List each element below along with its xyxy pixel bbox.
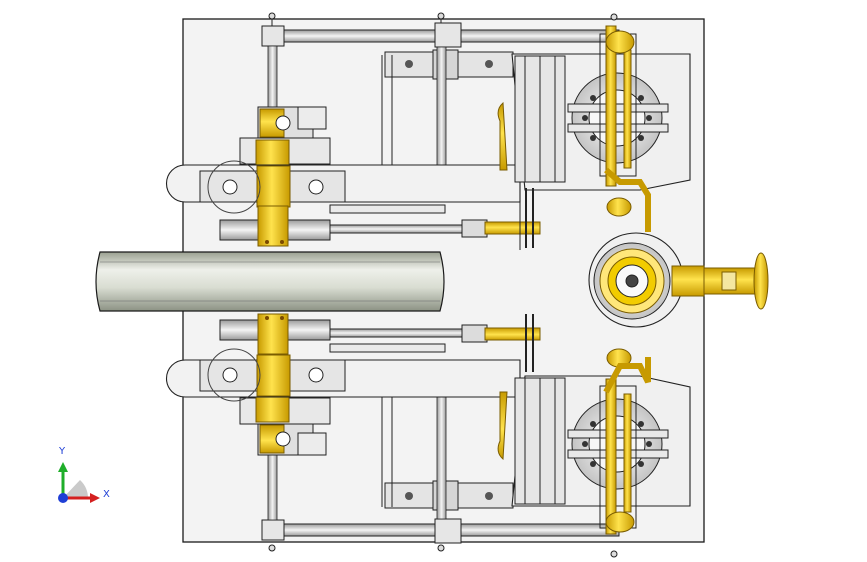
bottom-rail-assembly[interactable] — [261, 518, 620, 552]
top-cylinder-block[interactable] — [497, 13, 691, 248]
x-axis-label: X — [103, 489, 110, 500]
z-axis-dot-icon — [58, 493, 68, 503]
frame-bar-top[interactable] — [329, 204, 446, 214]
flywheel[interactable] — [95, 251, 445, 312]
top-rocker-lever[interactable] — [166, 160, 521, 214]
bottom-crosshead-guide[interactable] — [384, 480, 514, 511]
guide-rod-left-top[interactable] — [267, 45, 278, 109]
y-axis-label: Y — [58, 446, 66, 457]
bottom-eccentric-assembly[interactable] — [239, 383, 331, 456]
bottom-crank-disc[interactable] — [219, 313, 331, 355]
output-shaft-coupling[interactable] — [671, 252, 769, 310]
top-crosshead-guide[interactable] — [384, 49, 514, 80]
central-crank-hub[interactable] — [588, 232, 684, 328]
bottom-cylinder-block[interactable] — [497, 314, 691, 558]
bottom-rocker-lever[interactable] — [166, 348, 521, 402]
top-rail-assembly[interactable] — [261, 12, 620, 48]
coordinate-triad: X Y — [58, 446, 110, 503]
guide-rod-mid-top[interactable] — [436, 46, 447, 168]
